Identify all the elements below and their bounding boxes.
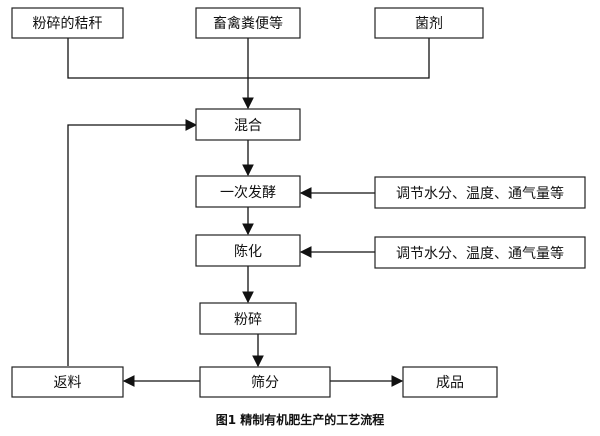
node-adjust-1: 调节水分、温度、通气量等 [374, 176, 586, 209]
node-aging: 陈化 [195, 234, 301, 267]
node-manure: 畜禽粪便等 [195, 7, 301, 39]
node-adjust-1-label: 调节水分、温度、通气量等 [396, 185, 564, 202]
edge-returned-material-to-mix [67, 119, 198, 366]
node-screening: 筛分 [199, 366, 331, 398]
node-finished-product-label: 成品 [436, 375, 464, 391]
figure-caption: 图1 精制有机肥生产的工艺流程 [216, 412, 385, 427]
edge-straw-to-mix [67, 38, 248, 79]
edges [67, 38, 430, 387]
node-crushing: 粉碎 [199, 302, 297, 335]
node-aging-label: 陈化 [234, 243, 262, 260]
node-adjust-2: 调节水分、温度、通气量等 [374, 236, 586, 269]
node-manure-label: 畜禽粪便等 [213, 15, 283, 32]
node-returned-material: 返料 [11, 366, 124, 398]
node-primary-fermentation: 一次发酵 [195, 175, 301, 208]
node-crushing-label: 粉碎 [234, 312, 262, 328]
node-microbe-label: 菌剂 [415, 16, 443, 32]
node-screening-label: 筛分 [251, 375, 279, 391]
node-straw: 粉碎的秸秆 [11, 7, 124, 39]
node-finished-product: 成品 [402, 366, 498, 398]
node-primary-fermentation-label: 一次发酵 [220, 185, 276, 201]
node-mix-label: 混合 [234, 118, 262, 134]
node-straw-label: 粉碎的秸秆 [33, 16, 103, 32]
node-mix: 混合 [195, 108, 301, 141]
node-microbe: 菌剂 [374, 7, 484, 39]
node-adjust-2-label: 调节水分、温度、通气量等 [396, 245, 564, 262]
node-returned-material-label: 返料 [54, 375, 82, 391]
edge-microbe-to-mix [248, 38, 430, 79]
